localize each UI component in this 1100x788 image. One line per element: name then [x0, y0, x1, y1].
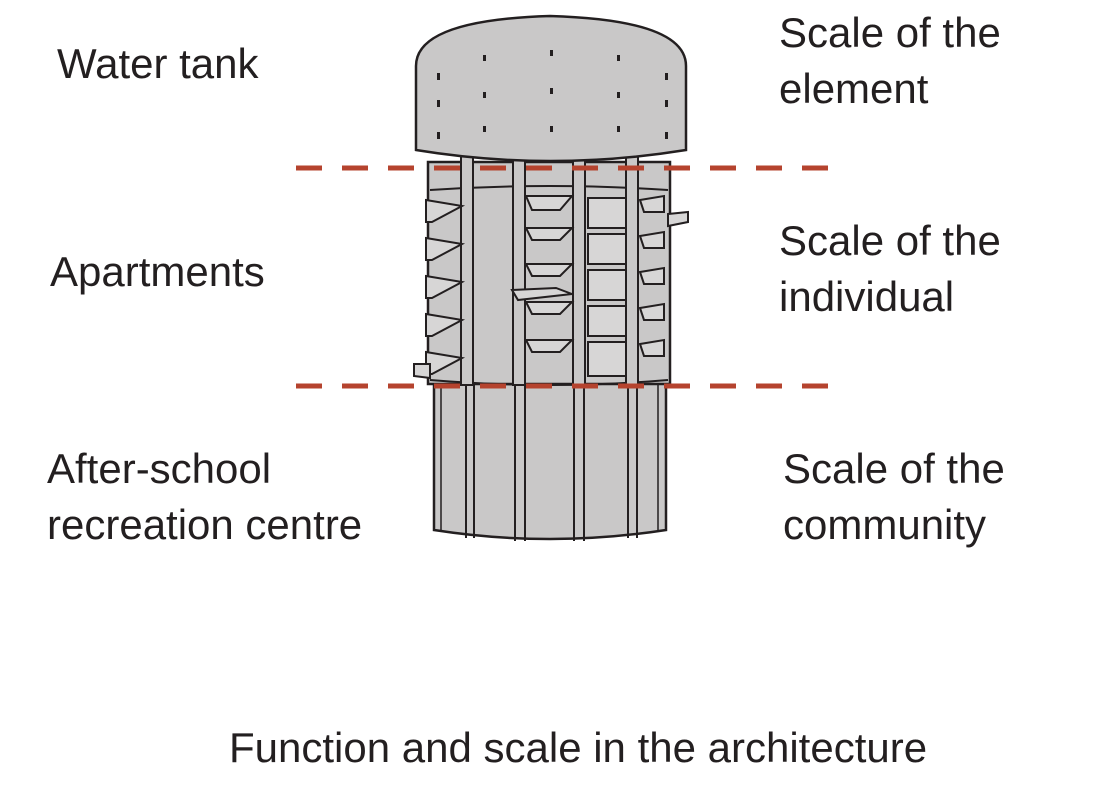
label-scale-element-line2: element	[779, 65, 929, 112]
label-scale-element-line1: Scale of the	[779, 9, 1001, 56]
label-after-school-line1: After-school	[47, 445, 272, 492]
label-scale-community: Scale of the community	[783, 441, 1005, 553]
apartments-section	[413, 149, 689, 386]
label-scale-community-line1: Scale of the	[783, 445, 1005, 492]
label-after-school: After-school recreation centre	[47, 441, 362, 553]
water-tank-section	[414, 14, 688, 163]
label-scale-individual: Scale of the individual	[779, 213, 1001, 325]
figure-caption: Function and scale in the architecture	[229, 724, 928, 771]
label-scale-individual-line1: Scale of the	[779, 217, 1001, 264]
label-water-tank: Water tank	[57, 40, 259, 87]
label-after-school-line2: recreation centre	[47, 501, 363, 548]
label-apartments: Apartments	[50, 248, 265, 295]
label-scale-community-line2: community	[783, 501, 987, 548]
recreation-centre-section	[432, 378, 668, 541]
label-scale-element: Scale of the element	[779, 5, 1001, 117]
label-scale-individual-line2: individual	[779, 273, 955, 320]
